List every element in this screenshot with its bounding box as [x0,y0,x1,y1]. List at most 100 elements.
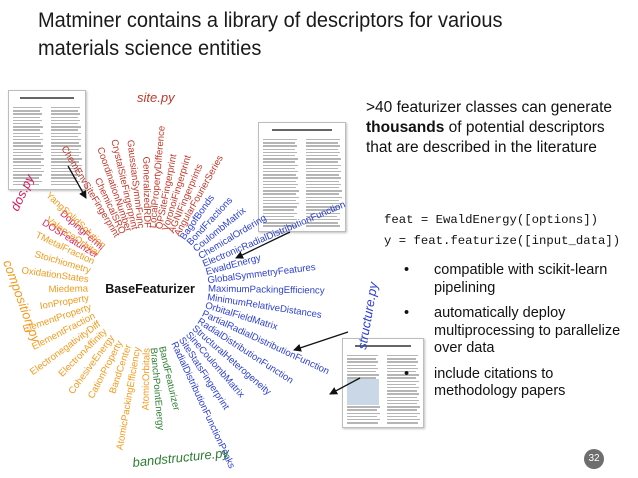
paper-text-line [263,222,295,224]
paper-text-line [347,409,378,411]
paper-text-line [306,199,340,202]
paper-text-line [387,406,420,408]
paper-text-line [263,148,295,150]
paper-text-line [263,164,298,166]
code-line-1: feat = EwaldEnergy([options]) [384,213,599,227]
paper-text-line [263,174,296,176]
paper-text-line [263,225,298,227]
paper-text-line [263,196,299,198]
paper-text-line [13,148,41,150]
slide-title-line-1: Matminer contains a library of descripto… [38,8,503,32]
featurizer-description: >40 featurizer classes can generate thou… [366,98,628,158]
slide-title-line-2: materials science entities [38,36,262,60]
bullet-item: •compatible with scikit-learn pipelining [400,262,626,297]
paper-text-line [263,190,299,192]
paper-text-line [347,374,379,376]
paper-text-line [306,225,341,227]
paper-text-line [263,203,299,205]
paper-text-line [13,167,42,170]
paper-text-line [306,142,338,144]
paper-text-line [263,158,298,160]
paper-heading-line [20,97,74,100]
paper-text-line [387,412,420,414]
paper-text-line [306,193,340,195]
paper-text-line [13,158,44,160]
paper-text-line [51,129,79,131]
paper-text-line [13,151,44,154]
paper-text-line [51,171,82,173]
paper-text-line [13,177,40,179]
paper-text-line [347,364,376,366]
paper-text-line [387,419,420,421]
paper-text-line [51,132,81,134]
paper-text-line [13,180,42,182]
paper-text-line [306,212,340,214]
paper-text-line [306,164,341,166]
paper-text-line [387,390,417,392]
paper-text-line [263,139,297,141]
paper-text-line [51,161,80,163]
paper-text-line [387,358,416,360]
paper-text-line [51,164,82,166]
page-number-badge: 32 [584,449,604,469]
paper-text-line [263,177,299,179]
paper-text-line [51,113,81,115]
paper-text-line [51,183,78,186]
bullet-text: include citations to methodology papers [434,365,566,400]
paper-text-line [306,171,341,173]
paper-text-line [347,422,378,424]
paper-text-line [387,415,418,418]
paper-text-line [306,151,341,154]
paper-text-line [347,419,380,421]
citation-arrow [235,231,291,259]
paper-text-line [306,180,339,182]
base-featurizer-label: BaseFeaturizer [105,282,195,296]
paper-text-line [13,174,42,176]
slide-title: Matminer contains a library of descripto… [38,6,559,62]
paper-text-line [387,393,420,395]
paper-text-line [347,377,377,379]
paper-text-line [263,199,297,202]
paper-text-line [263,151,298,154]
paper-text-line [387,377,417,379]
description-text-2: of potential descriptors that are descri… [366,119,605,156]
paper-thumbnail-structure [258,122,346,232]
paper-text-line [387,422,418,424]
paper-text-line [13,142,41,144]
paper-text-line [263,206,297,208]
paper-text-line [387,403,417,405]
bullet-dot-icon: • [404,262,410,278]
paper-text-line [263,142,295,144]
paper-text-line [387,383,417,386]
paper-text-line [347,367,379,370]
paper-text-line [387,367,419,370]
paper-text-line [306,187,339,189]
paper-text-line [347,361,379,363]
paper-text-line [306,206,340,208]
paper-text-line [13,183,40,186]
paper-text-line [13,161,42,163]
paper-text-line [51,119,81,122]
featurizer-label-structure: MaximumPackingEfficiency [208,284,325,297]
paper-text-line [13,129,41,131]
paper-text-line [263,145,298,147]
paper-text-line [387,374,419,376]
paper-text-line [387,396,417,398]
paper-text-line [306,209,338,211]
paper-text-line [263,193,297,195]
featurizer-label-composition: AtomicOrbitals [140,348,152,411]
paper-text-line [263,215,295,218]
paper-text-line [51,123,78,125]
paper-thumbnail-site [8,90,86,190]
paper-text-line [13,113,43,115]
paper-text-line [347,415,378,418]
module-label-dos: dos.py [7,171,37,213]
paper-text-line [347,406,380,408]
paper-text-line [306,148,338,150]
paper-text-line [13,171,44,173]
paper-text-line [387,361,419,363]
paper-text-line [51,126,81,128]
paper-text-line [13,126,43,128]
